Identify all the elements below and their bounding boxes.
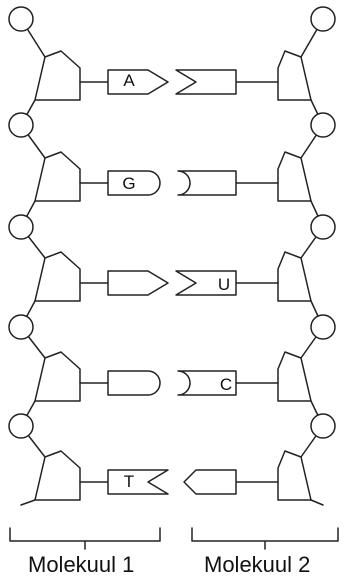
molecule2-base-4-round (177, 370, 237, 396)
molecule1-bases (107, 69, 169, 495)
molecule2-sugar-2 (277, 151, 312, 202)
molecule1-phosphate-4 (8, 314, 34, 340)
molecule2-bracket (191, 527, 339, 550)
molecule2-backbone (300, 18, 324, 506)
molecule2-sugar-1 (277, 50, 312, 101)
molecule1-sugar-3 (34, 251, 81, 302)
molecule2-phosphate-4 (310, 314, 336, 340)
molecule-brackets (9, 527, 339, 550)
molecule1-caption: Molekuul 1 (28, 552, 135, 577)
molecule1-phosphate-2 (8, 112, 34, 138)
molecule1-base-2-round (107, 170, 161, 196)
molecule1-phosphate-3 (8, 214, 34, 240)
molecule2-base-1-notch (175, 69, 237, 95)
molecule2-phosphate-3 (310, 214, 336, 240)
molecule1-base-5-letter: T (123, 472, 135, 491)
molecule1-backbone (20, 18, 46, 506)
molecule2-sugar-5 (277, 450, 312, 501)
molecule1-sugar-2 (34, 151, 81, 202)
molecule1-phosphate-1 (8, 6, 34, 32)
backbones (8, 6, 336, 506)
molecule2-phosphate-2 (310, 112, 336, 138)
molecule1-base-2-letter: G (122, 174, 136, 193)
molecule1-phosphate-5 (8, 413, 34, 439)
molecule2-base-4-letter: C (219, 375, 233, 394)
molecule1-sugar-4 (34, 351, 81, 402)
molecule1-base-4-round (107, 370, 161, 396)
molecule2-caption: Molekuul 2 (204, 552, 311, 577)
molecule1-base-1-letter: A (123, 71, 135, 90)
molecule1-base-5-notch (107, 469, 169, 495)
molecule2-base-3-letter: U (217, 275, 231, 294)
molecule2-bases (175, 69, 237, 495)
molecule2-base-3-notch (175, 270, 237, 296)
molecule1-bracket (9, 527, 161, 550)
molecule1-base-1-arrow (107, 69, 169, 95)
molecule2-base-2-round (177, 170, 237, 196)
molecule2-base-5-arrow (183, 469, 237, 495)
molecule2-phosphate-1 (310, 6, 336, 32)
molecule1-base-3-arrow (107, 270, 169, 296)
molecule2-sugar-3 (277, 251, 312, 302)
molecule1-sugar-1 (34, 50, 81, 101)
molecule2-phosphate-5 (310, 413, 336, 439)
molecule2-sugar-4 (277, 351, 312, 402)
molecule1-sugar-5 (34, 450, 81, 501)
